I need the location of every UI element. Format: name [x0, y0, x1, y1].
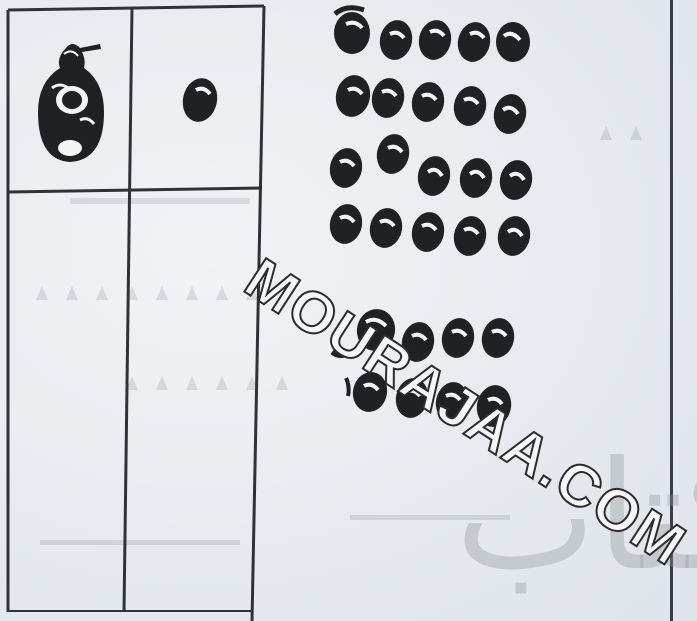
- coin-group-row-1: [334, 8, 530, 65]
- coin-group-row-2: [332, 72, 530, 137]
- coin-group-row-3: [326, 131, 536, 203]
- coin-icon: [179, 75, 221, 125]
- money-bag-icon: [38, 44, 104, 162]
- coin-group-row-4: [326, 201, 534, 259]
